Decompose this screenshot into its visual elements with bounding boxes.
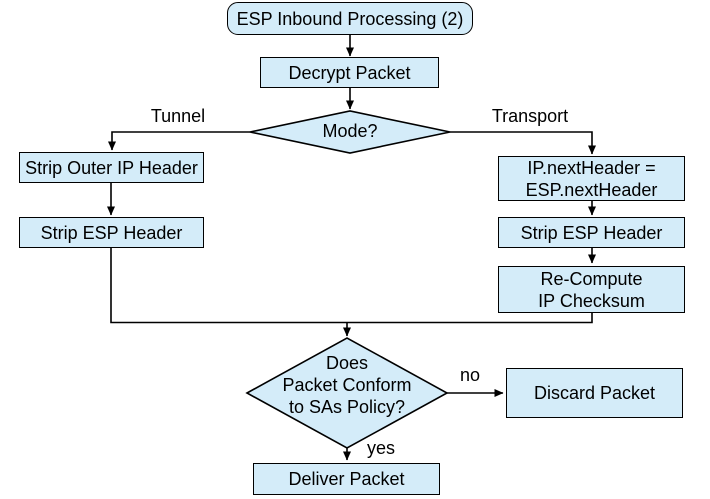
edge-label-transport: Transport xyxy=(491,106,569,126)
node-strip-esp-header-transport: Strip ESP Header xyxy=(498,217,685,248)
mode-decision-label: Mode? xyxy=(322,121,378,141)
policy-label-line: Does xyxy=(325,353,369,373)
node-recompute-ip-checksum: Re-Compute IP Checksum xyxy=(498,266,685,313)
node-esp-inbound-processing: ESP Inbound Processing (2) xyxy=(227,2,473,35)
node-text-line: IP.nextHeader = xyxy=(527,157,656,178)
connector-left-merge xyxy=(110,248,347,324)
node-deliver-packet: Deliver Packet xyxy=(253,463,440,495)
connector-mode-transport-branch xyxy=(450,131,596,155)
edge-label-no: no xyxy=(459,365,481,385)
node-text-line: IP Checksum xyxy=(538,290,645,311)
node-text-line: ESP.nextHeader xyxy=(525,179,658,200)
node-strip-esp-header-tunnel: Strip ESP Header xyxy=(19,217,204,248)
edge-label-yes: yes xyxy=(366,438,395,458)
connector-right-merge xyxy=(347,313,593,324)
policy-label-line: Packet Conform xyxy=(282,375,412,395)
node-strip-outer-ip-header: Strip Outer IP Header xyxy=(19,152,204,183)
node-discard-packet: Discard Packet xyxy=(506,368,683,418)
node-text-line: Re-Compute xyxy=(540,268,643,289)
policy-decision-label: Does Packet Conform to SAs Policy? xyxy=(267,352,427,418)
connector-mode-tunnel-branch xyxy=(108,131,250,151)
policy-label-line: to SAs Policy? xyxy=(288,397,406,417)
node-decrypt-packet: Decrypt Packet xyxy=(260,57,439,88)
edge-label-tunnel: Tunnel xyxy=(150,106,206,126)
policy-decision-diamond xyxy=(245,337,449,449)
mode-decision-diamond xyxy=(249,110,451,154)
node-ip-nextheader-assignment: IP.nextHeader = ESP.nextHeader xyxy=(498,156,685,201)
